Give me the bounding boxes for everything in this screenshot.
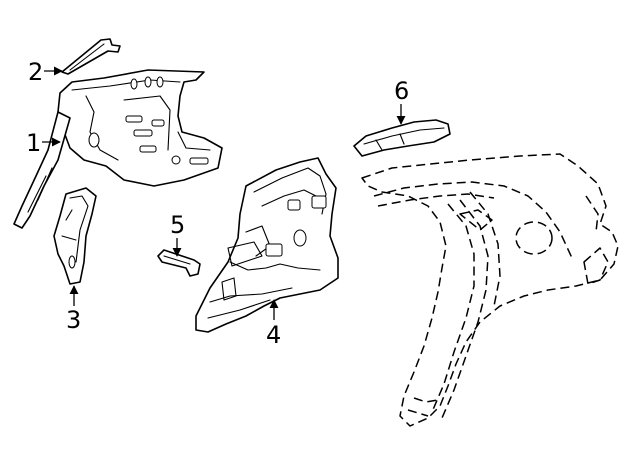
part-4-wheelhouse-outer — [195, 157, 339, 333]
callout-1: 1 — [26, 129, 61, 157]
callout-2: 2 — [28, 58, 63, 86]
callout-5: 5 — [170, 211, 185, 257]
callout-label-6: 6 — [394, 77, 409, 105]
callout-label-3: 3 — [66, 306, 81, 334]
part-1-wheelhouse-panel — [13, 69, 223, 229]
callout-4: 4 — [266, 299, 281, 349]
part-5-bracket — [157, 249, 201, 277]
part-2-strip — [61, 38, 121, 75]
callout-3: 3 — [66, 285, 81, 334]
callout-label-2: 2 — [28, 58, 43, 86]
callout-label-1: 1 — [26, 129, 41, 157]
callout-6: 6 — [394, 77, 409, 125]
callout-label-4: 4 — [266, 321, 281, 349]
part-6-upper-bracket — [353, 119, 451, 157]
part-3-pillar-reinforcement — [53, 187, 97, 285]
quarter-panel-outline — [361, 153, 619, 427]
callout-label-5: 5 — [170, 211, 185, 239]
